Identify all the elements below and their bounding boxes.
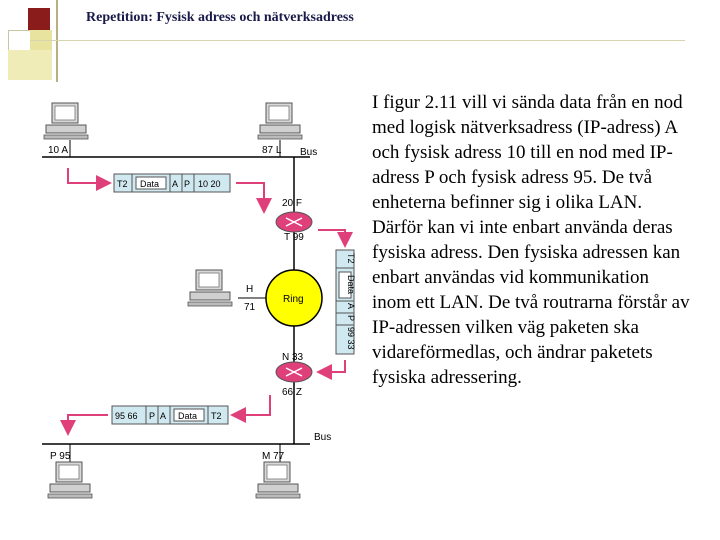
node-m-77-label: M 77: [262, 451, 285, 462]
frame3-trailer: T2: [211, 411, 222, 421]
computer-h-icon: [187, 269, 266, 307]
computer-a-icon: [43, 102, 89, 157]
router1-top-label: 20 F: [282, 198, 302, 209]
decor-vertical-line: [56, 0, 58, 82]
frame2-ip-src: A: [346, 303, 356, 309]
node-10-a-label: 10 A: [48, 145, 68, 156]
computer-m-icon: [255, 444, 301, 499]
router2-top-label: N 33: [282, 352, 304, 363]
decor-square-pale: [8, 50, 52, 80]
computer-l-icon: [257, 102, 303, 157]
arrow-5-icon: [230, 395, 271, 423]
frame3-data: Data: [178, 411, 197, 421]
decor-horizontal-line: [30, 40, 685, 41]
decor-square-red: [28, 8, 50, 30]
body-paragraph: I figur 2.11 vill vi sända data från en …: [372, 92, 690, 388]
arrow-4-icon: [316, 360, 346, 380]
packet-frame-1: T2 Data A P 10 20: [113, 173, 231, 193]
frame1-ip-dst: P: [184, 179, 190, 189]
ring-label: Ring: [283, 294, 304, 305]
packet-frame-3: 95 66 P A Data T2: [111, 405, 229, 425]
arrow-6-icon: [60, 414, 108, 436]
router1-bottom-label: T 99: [284, 232, 304, 243]
frame2-trailer: T2: [346, 253, 356, 264]
bottom-bus-label: Bus: [314, 432, 331, 443]
node-h-label: H: [246, 284, 253, 295]
node-71-label: 71: [244, 302, 256, 313]
computer-p-icon: [47, 444, 93, 499]
frame1-ip-src: A: [172, 179, 178, 189]
frame1-mac: 10 20: [198, 179, 221, 189]
frame1-trailer: T2: [117, 179, 128, 189]
frame1-data: Data: [140, 179, 159, 189]
frame3-mac: 95 66: [115, 411, 138, 421]
frame2-mac: 99 33: [346, 327, 356, 350]
top-bus-label: Bus: [300, 147, 317, 158]
arrow-3-icon: [318, 229, 353, 248]
frame3-ip-src: A: [160, 411, 166, 421]
node-87-l-label: 87 L: [262, 145, 282, 156]
slide-title: Repetition: Fysisk adress och nätverksad…: [86, 10, 354, 25]
node-p-95-label: P 95: [50, 451, 71, 462]
frame3-ip-dst: P: [149, 411, 155, 421]
router-1-icon: [275, 211, 313, 233]
router2-bottom-label: 66 Z: [282, 387, 302, 398]
router-2-icon: [275, 361, 313, 383]
arrow-2-icon: [236, 182, 272, 214]
frame2-data: Data: [346, 275, 356, 294]
packet-frame-2: T2 Data A P 99 33: [335, 249, 356, 355]
arrow-1-icon: [67, 168, 112, 191]
frame2-ip-dst: P: [346, 315, 356, 321]
